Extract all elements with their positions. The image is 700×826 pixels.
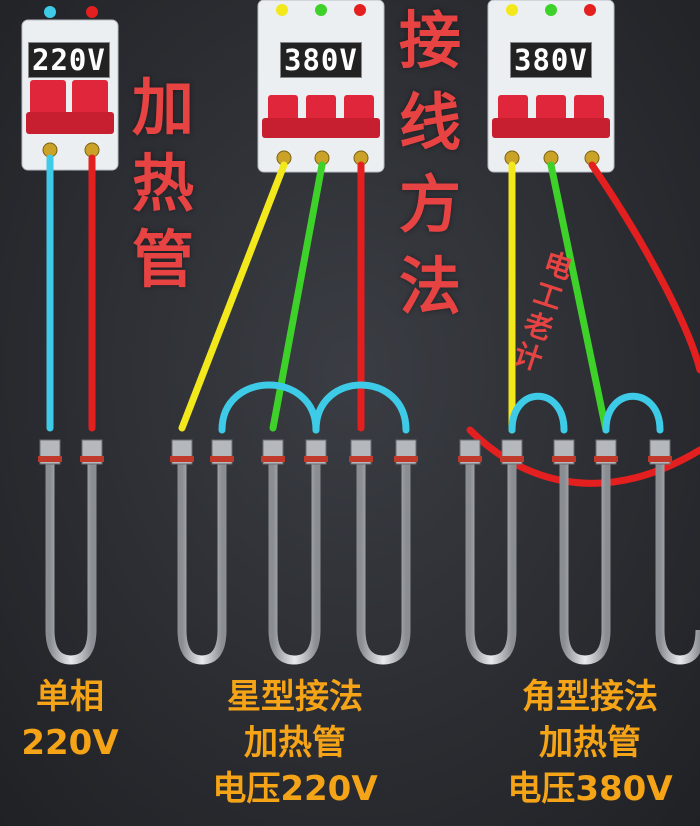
terminal-top-blue — [44, 6, 56, 18]
heater-tube-delta-1 — [458, 439, 524, 665]
wires-star — [178, 161, 410, 434]
heater-tube-delta-2 — [552, 439, 618, 665]
breaker-star — [257, 0, 385, 173]
heater-tube-star-2 — [261, 439, 328, 665]
breaker-label-380v-star: 380V — [280, 42, 362, 78]
wiring-method-title: 接 线 方 法 — [398, 4, 461, 323]
breaker-single-phase — [21, 6, 119, 171]
caption-single-phase: 单相 220V — [21, 677, 119, 763]
heater-tube-delta-3 — [648, 439, 700, 665]
heater-title: 加 热 管 — [131, 71, 194, 296]
breaker-label-220v: 220V — [28, 42, 110, 78]
breaker-delta — [487, 0, 615, 173]
wires-delta — [466, 161, 700, 487]
heater-tube-1 — [38, 439, 104, 665]
wires-single-phase — [46, 154, 96, 432]
caption-star: 星型接法 加热管 电压220V — [212, 677, 378, 809]
terminal-top-red — [86, 6, 98, 18]
heater-tube-star-1 — [170, 439, 234, 665]
heater-tube-star-3 — [349, 439, 418, 665]
breaker-label-380v-delta: 380V — [510, 42, 592, 78]
caption-delta: 角型接法 加热管 电压380V — [507, 677, 673, 809]
